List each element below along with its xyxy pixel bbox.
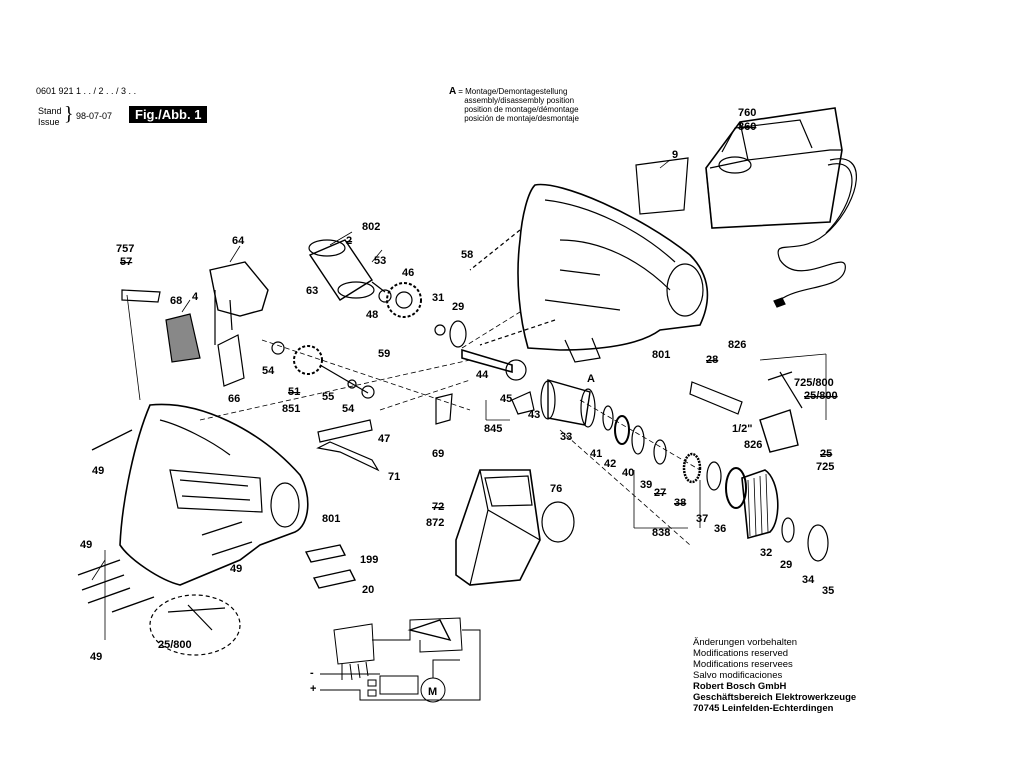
part-label: 20 bbox=[362, 584, 374, 596]
part-label: 40 bbox=[622, 467, 634, 479]
part-label: 42 bbox=[604, 458, 616, 470]
chuck-drawing bbox=[689, 371, 803, 453]
part-label: + bbox=[310, 683, 316, 695]
part-label: 71 bbox=[388, 471, 400, 483]
part-label: 39 bbox=[640, 479, 652, 491]
brace-icon: } bbox=[64, 103, 74, 125]
part-label: 34 bbox=[802, 574, 815, 586]
seal-ring-76-drawing bbox=[541, 501, 575, 543]
part-label: 725/800 bbox=[794, 377, 834, 389]
part-label: 25/800 bbox=[158, 639, 192, 651]
part-label: 757 bbox=[116, 243, 134, 255]
legend-line: position de montage/démontage bbox=[464, 105, 579, 114]
left-housing-drawing bbox=[119, 403, 309, 586]
part-label: 35 bbox=[822, 585, 834, 597]
part-label: 69 bbox=[432, 448, 444, 460]
note-line: Änderungen vorbehalten bbox=[693, 637, 798, 648]
part-label: 68 bbox=[170, 295, 182, 307]
part-label: 31 bbox=[432, 292, 444, 304]
note-line: Modifications reservees bbox=[693, 659, 793, 670]
company-division: Geschäftsbereich Elektrowerkzeuge bbox=[693, 692, 857, 703]
wiring-diagram bbox=[320, 617, 481, 703]
part-label: 845 bbox=[484, 423, 502, 435]
notes: Änderungen vorbehalten Modifications res… bbox=[693, 637, 856, 714]
part-label: 801 bbox=[322, 513, 340, 525]
part-label: 66 bbox=[228, 393, 240, 405]
part-label: 41 bbox=[590, 448, 602, 460]
part-label: 826 bbox=[728, 339, 746, 351]
part-label: 37 bbox=[696, 513, 708, 525]
part-label: 48 bbox=[366, 309, 378, 321]
note-line: Modifications reserved bbox=[693, 648, 789, 659]
part-label: 53 bbox=[374, 255, 386, 267]
part-label: A bbox=[587, 373, 595, 385]
part-label: 802 bbox=[362, 221, 380, 233]
legend-line: posición de montaje/desmontaje bbox=[464, 114, 579, 123]
part-label: 49 bbox=[92, 465, 104, 477]
part-label: 32 bbox=[760, 547, 772, 559]
part-number: 0601 921 1 . . / 2 . . / 3 . . bbox=[36, 86, 137, 96]
part-label: 33 bbox=[560, 431, 572, 443]
part-label: 55 bbox=[322, 391, 334, 403]
part-label: 199 bbox=[360, 554, 378, 566]
part-label: 54 bbox=[262, 365, 275, 377]
legend-line: assembly/disassembly position bbox=[464, 96, 575, 105]
part-label: 63 bbox=[306, 285, 318, 297]
part-label: 49 bbox=[230, 563, 242, 575]
legend: A = Montage/Demontagestellung assembly/d… bbox=[449, 86, 579, 124]
part-label: 59 bbox=[378, 348, 390, 360]
part-label: 9 bbox=[672, 149, 678, 161]
part-label: 725 bbox=[816, 461, 834, 473]
company-address: 70745 Leinfelden-Echterdingen bbox=[693, 703, 834, 714]
part-label: 45 bbox=[500, 393, 512, 405]
part-label: - bbox=[310, 667, 314, 679]
gear-46-drawing bbox=[386, 282, 422, 318]
issue-date: 98-07-07 bbox=[76, 111, 113, 121]
part-labels: 760 860 9 757 57 64 802 2 53 58 46 68 4 … bbox=[92, 107, 838, 698]
part-label: 851 bbox=[282, 403, 300, 415]
part-label: 43 bbox=[528, 409, 540, 421]
legend-line: = Montage/Demontagestellung bbox=[458, 87, 568, 96]
part-label: 64 bbox=[232, 235, 245, 247]
part-label: 49 bbox=[80, 539, 92, 551]
part-label: 1/2" bbox=[732, 423, 753, 435]
part-label: 826 bbox=[744, 439, 762, 451]
part-label: 44 bbox=[476, 369, 489, 381]
part-label: 49 bbox=[90, 651, 102, 663]
part-label: 29 bbox=[452, 301, 464, 313]
part-label: 36 bbox=[714, 523, 726, 535]
screws-drawing bbox=[77, 429, 253, 613]
part-label: 47 bbox=[378, 433, 390, 445]
legend-key: A bbox=[449, 86, 457, 97]
issue-label: Issue bbox=[38, 117, 60, 127]
part-label: 76 bbox=[550, 483, 562, 495]
part-label: M bbox=[428, 686, 437, 698]
figure-label: Fig./Abb. 1 bbox=[129, 106, 208, 123]
part-label: 58 bbox=[461, 249, 473, 261]
part-label: 838 bbox=[652, 527, 670, 539]
motor-drawing bbox=[308, 239, 386, 301]
part-label: 46 bbox=[402, 267, 414, 279]
part-label: 29 bbox=[780, 559, 792, 571]
brush-block-drawing bbox=[165, 313, 201, 363]
charger-drawing bbox=[705, 107, 857, 308]
part-label: 54 bbox=[342, 403, 355, 415]
right-housing-drawing bbox=[469, 183, 709, 363]
ring-29-drawing bbox=[449, 320, 467, 348]
part-label: 4 bbox=[192, 291, 199, 303]
leads-drawing bbox=[121, 289, 161, 303]
note-line: Salvo modificaciones bbox=[693, 670, 783, 681]
switch-drawing bbox=[209, 261, 269, 387]
part-label: 760 bbox=[738, 107, 756, 119]
battery-pack-drawing bbox=[455, 469, 541, 586]
label-plate-drawing bbox=[635, 157, 689, 215]
part-label: 801 bbox=[652, 349, 670, 361]
stand-label: Stand bbox=[38, 106, 62, 116]
part-label: 872 bbox=[426, 517, 444, 529]
company-name: Robert Bosch GmbH bbox=[693, 681, 787, 692]
